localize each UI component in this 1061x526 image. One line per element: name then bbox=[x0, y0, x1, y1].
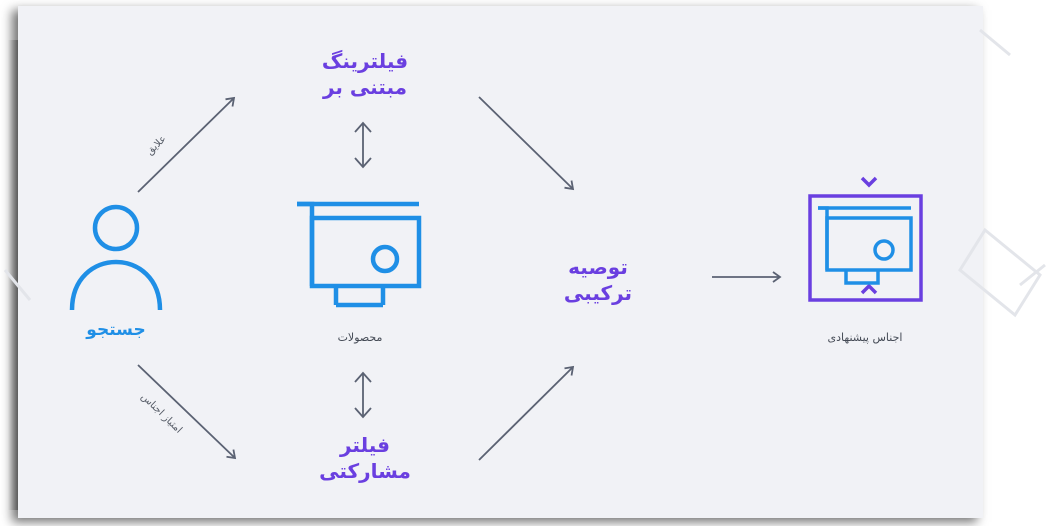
arrow-content-to-hybrid bbox=[478, 96, 575, 191]
hybrid-recommendation-label: توصیه ترکیبی bbox=[563, 255, 633, 305]
arrow-interests bbox=[137, 96, 236, 193]
user-icon bbox=[69, 204, 163, 311]
double-arrow-bottom bbox=[354, 371, 372, 419]
arrow-collab-to-hybrid bbox=[478, 365, 575, 461]
recommended-items-icon bbox=[808, 176, 923, 302]
graphics-card-icon bbox=[297, 201, 422, 308]
arrow-ratings bbox=[137, 364, 237, 460]
recommended-items-label: اجناس پیشنهادی bbox=[827, 331, 903, 344]
products-label: محصولات bbox=[337, 331, 383, 344]
content-filter-label: فیلترینگ مبتنی بر bbox=[321, 49, 409, 99]
diagram-panel bbox=[18, 6, 983, 518]
double-arrow-top bbox=[354, 121, 372, 169]
panel-shadow bbox=[8, 40, 20, 510]
collab-filter-label: فیلتر مشارکتی bbox=[319, 433, 411, 483]
user-label: جستجو bbox=[86, 320, 146, 340]
